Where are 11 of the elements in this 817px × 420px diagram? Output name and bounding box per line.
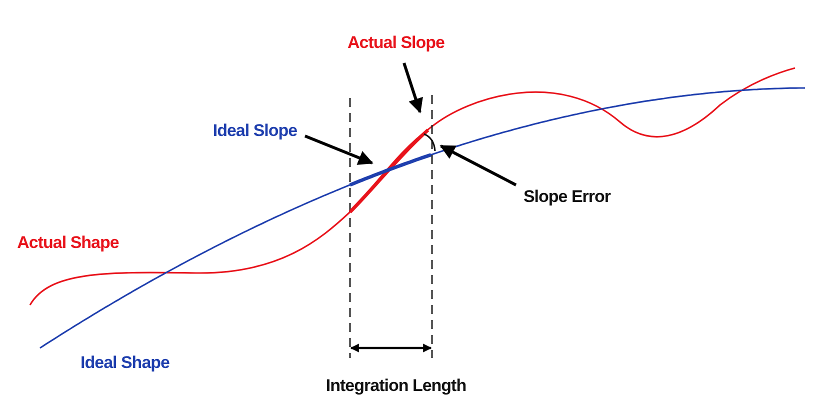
leader-arrow xyxy=(402,62,423,114)
leader-arrow xyxy=(440,144,517,186)
callout-label: Actual Slope xyxy=(348,33,444,53)
dimension-label: Integration Length xyxy=(326,376,466,396)
callout-label: Ideal Slope xyxy=(212,121,298,141)
callout-label: Slope Error xyxy=(523,187,611,207)
angle-arc xyxy=(424,133,436,152)
leader-arrow xyxy=(304,134,374,165)
curve-label: Ideal Shape xyxy=(80,353,170,373)
actual-slope-segment xyxy=(348,128,430,214)
curve-label: Actual Shape xyxy=(17,233,119,253)
